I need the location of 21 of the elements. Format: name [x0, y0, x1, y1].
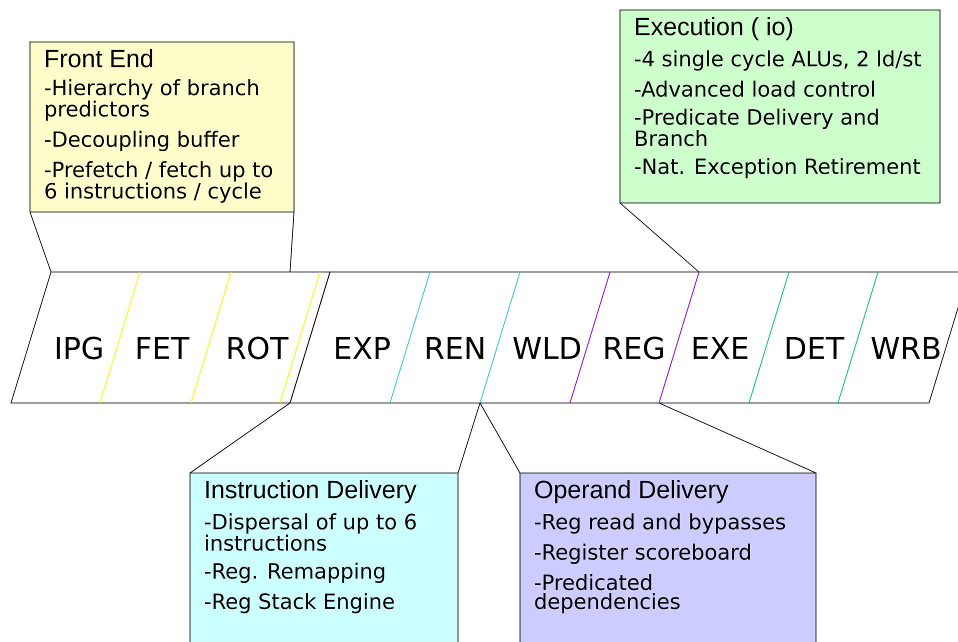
leader-line [30, 212, 52, 272]
leader-line [620, 202, 700, 272]
stage-label: REG [605, 336, 664, 360]
callout-box: Instruction Delivery -Dispersal of up to 6 instructions -Reg. Remapping -Reg Stack Engine [190, 472, 458, 642]
leader-line [658, 402, 816, 474]
stage-label: EXE [694, 337, 748, 359]
leader-line [290, 212, 294, 272]
stage-label: DET [786, 337, 844, 359]
stage-label: EXP [336, 337, 390, 359]
leader-line [480, 402, 520, 474]
leader-line [190, 402, 290, 474]
stage-label: WLD [513, 337, 580, 359]
stage-label: ROT [228, 336, 288, 360]
stage-label: WRB [871, 337, 940, 359]
callout-box: Front End -Hierarchy of branch predictors -Decoupling buffer -Prefetch / fetch up to 6 instructions / cycle [30, 42, 294, 212]
stage-label: IPG [56, 336, 102, 360]
callout-box: Operand Delivery -Reg read and bypasses -Register scoreboard -Predicated dependencies [520, 472, 816, 642]
stage-label: REN [426, 337, 484, 359]
leader-line [458, 402, 480, 474]
stage-label: FET [138, 337, 190, 359]
callout-box: Execution ( io) -4 single cycle ALUs, 2 ld/st -Advanced load control -Predicate Delivery and Branch -Nat. Exception Retirement [620, 10, 940, 204]
